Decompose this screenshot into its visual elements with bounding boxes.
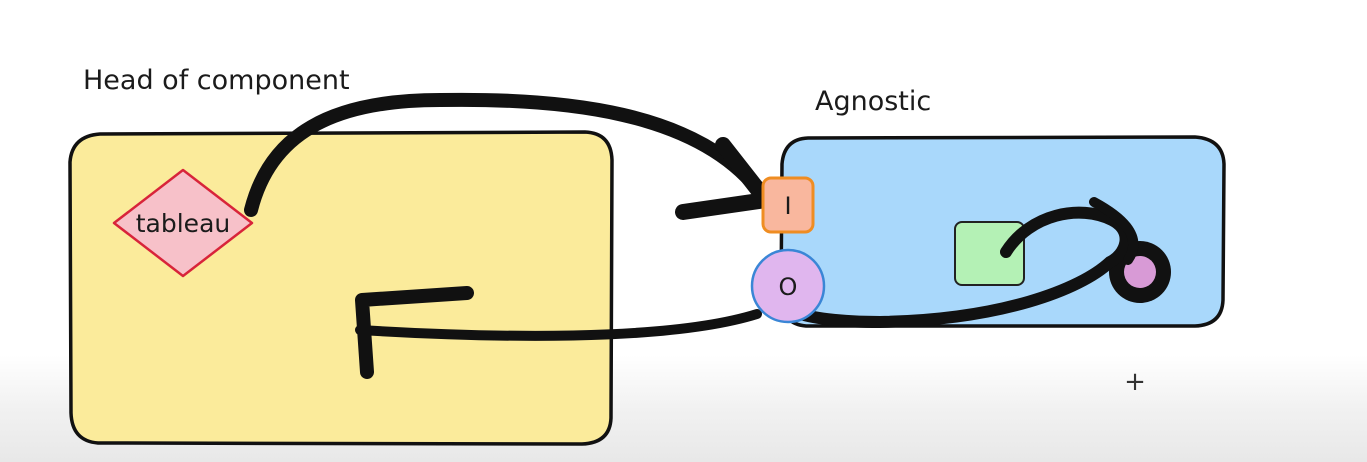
tableau-label: tableau — [136, 209, 230, 238]
agnostic-label: Agnostic — [815, 86, 931, 117]
arrow-output-to-head — [355, 309, 762, 341]
loop-hook — [1089, 197, 1139, 265]
loop-line — [789, 206, 1132, 329]
arrow-head-head — [355, 286, 474, 379]
crosshair-cursor-icon: + — [1124, 367, 1146, 397]
arrow-tableau-to-input — [244, 92, 769, 217]
head-of-component-box[interactable] — [68, 130, 614, 446]
tableau-diamond[interactable] — [112, 168, 254, 278]
input-port[interactable] — [761, 176, 815, 234]
head-of-component-label: Head of component — [83, 65, 350, 96]
input-port-label: I — [784, 192, 791, 220]
loop-circle-center — [1124, 256, 1156, 288]
arrow-head-input — [675, 137, 774, 220]
output-port[interactable] — [750, 248, 826, 324]
output-port-label: O — [779, 273, 798, 301]
green-square-node[interactable] — [954, 221, 1025, 286]
